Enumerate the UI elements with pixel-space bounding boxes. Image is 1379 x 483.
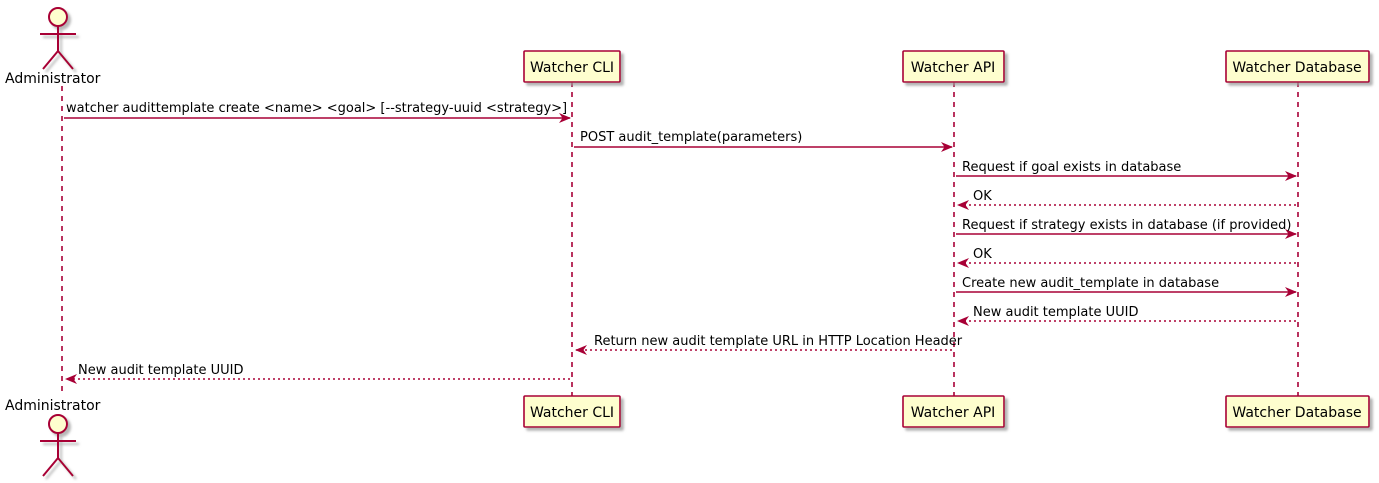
- participant-label-administrator-bottom: Administrator: [5, 398, 101, 414]
- participant-label-watcher-database-top: Watcher Database: [1232, 60, 1361, 76]
- message-3[interactable]: Request if goal exists in database: [956, 160, 1297, 181]
- participant-box-watcher-api-top[interactable]: [902, 50, 1005, 83]
- message-9[interactable]: Return new audit template URL in HTTP Lo…: [575, 334, 963, 355]
- participant-footer-administrator[interactable]: Administrator: [5, 398, 101, 477]
- participant-box-watcher-api-bottom[interactable]: [902, 395, 1005, 428]
- participant-footer-watcher-cli[interactable]: Watcher CLI: [523, 395, 621, 428]
- message-2[interactable]: POST audit_template(parameters): [574, 130, 953, 152]
- participant-header-watcher-api[interactable]: Watcher API: [902, 50, 1005, 83]
- participant-label-watcher-api-top: Watcher API: [911, 60, 996, 76]
- participant-label-watcher-cli-bottom: Watcher CLI: [530, 405, 614, 421]
- message-label-3: Request if goal exists in database: [962, 160, 1181, 175]
- participant-box-watcher-cli-bottom[interactable]: [523, 395, 621, 428]
- participant-box-watcher-database-bottom[interactable]: [1225, 395, 1370, 428]
- messages-group: watcher audittemplate create <name> <goa…: [64, 101, 1297, 384]
- participant-box-watcher-cli-top[interactable]: [523, 50, 621, 83]
- message-8[interactable]: New audit template UUID: [957, 305, 1296, 326]
- lifelines-group: [61, 82, 1299, 396]
- message-label-9: Return new audit template URL in HTTP Lo…: [594, 334, 963, 349]
- message-7[interactable]: Create new audit_template in database: [956, 276, 1297, 297]
- actor-figure-top: [40, 7, 76, 70]
- message-10[interactable]: New audit template UUID: [65, 363, 570, 384]
- message-1[interactable]: watcher audittemplate create <name> <goa…: [64, 101, 571, 123]
- message-label-1: watcher audittemplate create <name> <goa…: [66, 101, 567, 116]
- participant-header-watcher-cli[interactable]: Watcher CLI: [523, 50, 621, 83]
- participant-box-watcher-database-top[interactable]: [1225, 50, 1370, 83]
- participant-footer-watcher-api[interactable]: Watcher API: [902, 395, 1005, 428]
- message-label-4: OK: [973, 189, 992, 204]
- message-label-5: Request if strategy exists in database (…: [962, 218, 1291, 233]
- message-5[interactable]: Request if strategy exists in database (…: [956, 218, 1297, 239]
- participant-footer-watcher-database[interactable]: Watcher Database: [1225, 395, 1370, 428]
- message-label-10: New audit template UUID: [78, 363, 243, 378]
- participant-label-watcher-api-bottom: Watcher API: [911, 405, 996, 421]
- actor-figure-bottom: [40, 414, 76, 477]
- participant-label-administrator-top: Administrator: [5, 71, 101, 87]
- message-6[interactable]: OK: [957, 247, 1296, 268]
- participant-label-watcher-database-bottom: Watcher Database: [1232, 405, 1361, 421]
- participant-label-watcher-cli-top: Watcher CLI: [530, 60, 614, 76]
- participant-header-administrator[interactable]: Administrator: [5, 7, 101, 87]
- message-label-7: Create new audit_template in database: [962, 276, 1219, 291]
- message-label-6: OK: [973, 247, 992, 262]
- message-label-8: New audit template UUID: [973, 305, 1138, 320]
- message-4[interactable]: OK: [957, 189, 1296, 210]
- message-label-2: POST audit_template(parameters): [580, 130, 802, 145]
- participant-header-watcher-database[interactable]: Watcher Database: [1225, 50, 1370, 83]
